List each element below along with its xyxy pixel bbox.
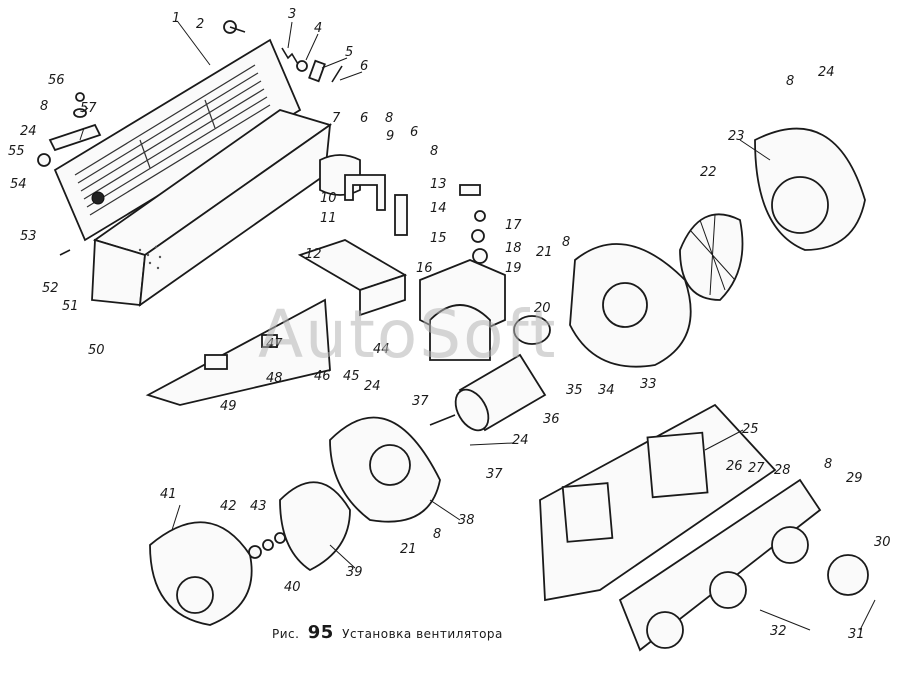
callout-52: 52 (42, 281, 59, 296)
callout-8: 8 (562, 235, 570, 250)
callout-8: 8 (40, 99, 48, 114)
caption-title: Установка вентилятора (342, 627, 503, 641)
callout-8: 8 (824, 457, 832, 472)
callout-53: 53 (20, 229, 37, 244)
callout-16: 16 (416, 261, 433, 276)
front-panel (539, 403, 869, 652)
brackets-center (297, 154, 408, 317)
grille-panel (53, 38, 302, 242)
callout-44: 44 (373, 342, 390, 357)
callout-24: 24 (20, 124, 37, 139)
callout-7: 7 (332, 111, 341, 126)
callout-5: 5 (345, 45, 353, 60)
callout-8: 8 (786, 74, 794, 89)
callout-26: 26 (726, 459, 743, 474)
callout-50: 50 (88, 343, 105, 358)
callout-8: 8 (385, 111, 393, 126)
callout-48: 48 (266, 371, 283, 386)
callout-37: 37 (486, 467, 503, 482)
callout-37: 37 (412, 394, 429, 409)
callout-10: 10 (320, 191, 337, 206)
callout-17: 17 (505, 218, 522, 233)
callout-24: 24 (364, 379, 381, 394)
caption-figure-number: 95 (307, 622, 334, 643)
callout-20: 20 (534, 301, 551, 316)
callout-36: 36 (543, 412, 560, 427)
callout-51: 51 (62, 299, 79, 314)
callout-23: 23 (728, 129, 745, 144)
caption-prefix: Рис. (272, 627, 300, 641)
callout-34: 34 (598, 383, 615, 398)
callout-31: 31 (848, 627, 865, 642)
callout-24: 24 (512, 433, 529, 448)
callout-46: 46 (314, 369, 331, 384)
volute-center (569, 243, 692, 368)
callout-45: 45 (343, 369, 360, 384)
duct-lower-left (145, 298, 331, 406)
callout-19: 19 (505, 261, 522, 276)
callout-33: 33 (640, 377, 657, 392)
fan-bottom (149, 416, 441, 626)
callout-6: 6 (360, 111, 368, 126)
callout-39: 39 (346, 565, 363, 580)
callout-41: 41 (160, 487, 177, 502)
callout-49: 49 (220, 399, 237, 414)
callout-40: 40 (284, 580, 301, 595)
callout-56: 56 (48, 73, 65, 88)
callout-14: 14 (430, 201, 447, 216)
callout-2: 2 (196, 17, 204, 32)
callout-21: 21 (536, 245, 553, 260)
callout-54: 54 (10, 177, 27, 192)
callout-4: 4 (314, 21, 322, 36)
leader-lines (79, 21, 876, 631)
callout-18: 18 (505, 241, 522, 256)
callout-27: 27 (748, 461, 765, 476)
callout-6: 6 (410, 125, 418, 140)
callout-13: 13 (430, 177, 447, 192)
callout-21: 21 (400, 542, 417, 557)
callout-42: 42 (220, 499, 237, 514)
callout-28: 28 (774, 463, 791, 478)
electric-motor (429, 315, 551, 432)
callout-38: 38 (458, 513, 475, 528)
callout-8: 8 (430, 144, 438, 159)
callout-32: 32 (770, 624, 787, 639)
figure-caption: Рис. 95 Установка вентилятора (272, 622, 503, 643)
bolts-and-support (419, 184, 506, 361)
callout-9: 9 (386, 129, 394, 144)
callout-15: 15 (430, 231, 447, 246)
callout-11: 11 (320, 211, 337, 226)
callout-1: 1 (172, 11, 180, 26)
small-fasteners-top (223, 20, 343, 83)
callout-25: 25 (742, 422, 759, 437)
callout-22: 22 (700, 165, 717, 180)
callout-12: 12 (305, 247, 322, 262)
callout-29: 29 (846, 471, 863, 486)
callout-57: 57 (80, 101, 97, 116)
callout-47: 47 (266, 337, 283, 352)
callout-30: 30 (874, 535, 891, 550)
callout-24: 24 (818, 65, 835, 80)
callout-8: 8 (433, 527, 441, 542)
callout-6: 6 (360, 59, 368, 74)
callout-43: 43 (250, 499, 267, 514)
callout-3: 3 (288, 7, 296, 22)
callout-35: 35 (566, 383, 583, 398)
callout-55: 55 (8, 144, 25, 159)
fan-right (679, 127, 866, 301)
